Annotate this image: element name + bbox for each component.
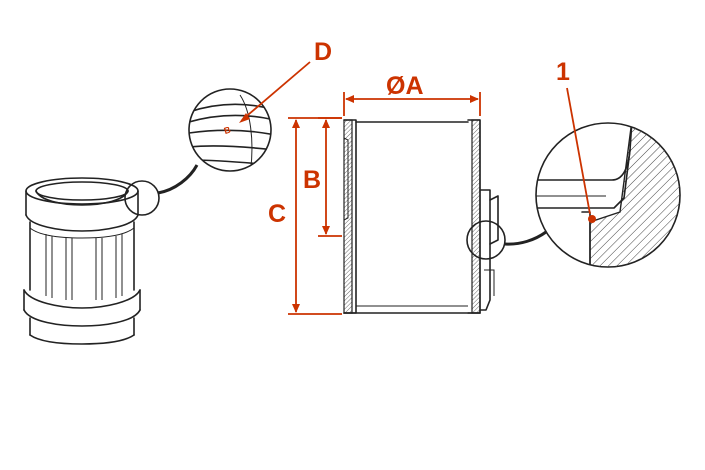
label-b: B bbox=[303, 166, 321, 194]
label-1: 1 bbox=[556, 58, 570, 86]
detail-d-arrowhead bbox=[239, 113, 250, 123]
detail-1-magnifier: 1 bbox=[535, 58, 681, 268]
bushing-section-view bbox=[343, 119, 547, 314]
label-diameter-a: ØA bbox=[386, 72, 424, 100]
marking-label: B bbox=[223, 124, 233, 136]
callout-1-dot bbox=[588, 215, 596, 223]
dimension-c: C bbox=[268, 117, 342, 315]
detail-d-magnifier: B D bbox=[188, 38, 332, 172]
detail-1-marker-circle bbox=[466, 220, 506, 260]
dimension-a: ØA bbox=[343, 72, 481, 116]
callout-1-leader bbox=[566, 87, 591, 215]
dimension-b: B bbox=[303, 117, 342, 237]
detail-marker-circle bbox=[124, 180, 160, 216]
detail-d-arrow bbox=[241, 61, 311, 121]
detail-1-leader-line bbox=[504, 230, 547, 246]
detail-leader-line bbox=[157, 164, 199, 195]
label-c: C bbox=[268, 200, 286, 228]
bushing-3d-view bbox=[23, 164, 199, 345]
label-d: D bbox=[314, 38, 332, 66]
